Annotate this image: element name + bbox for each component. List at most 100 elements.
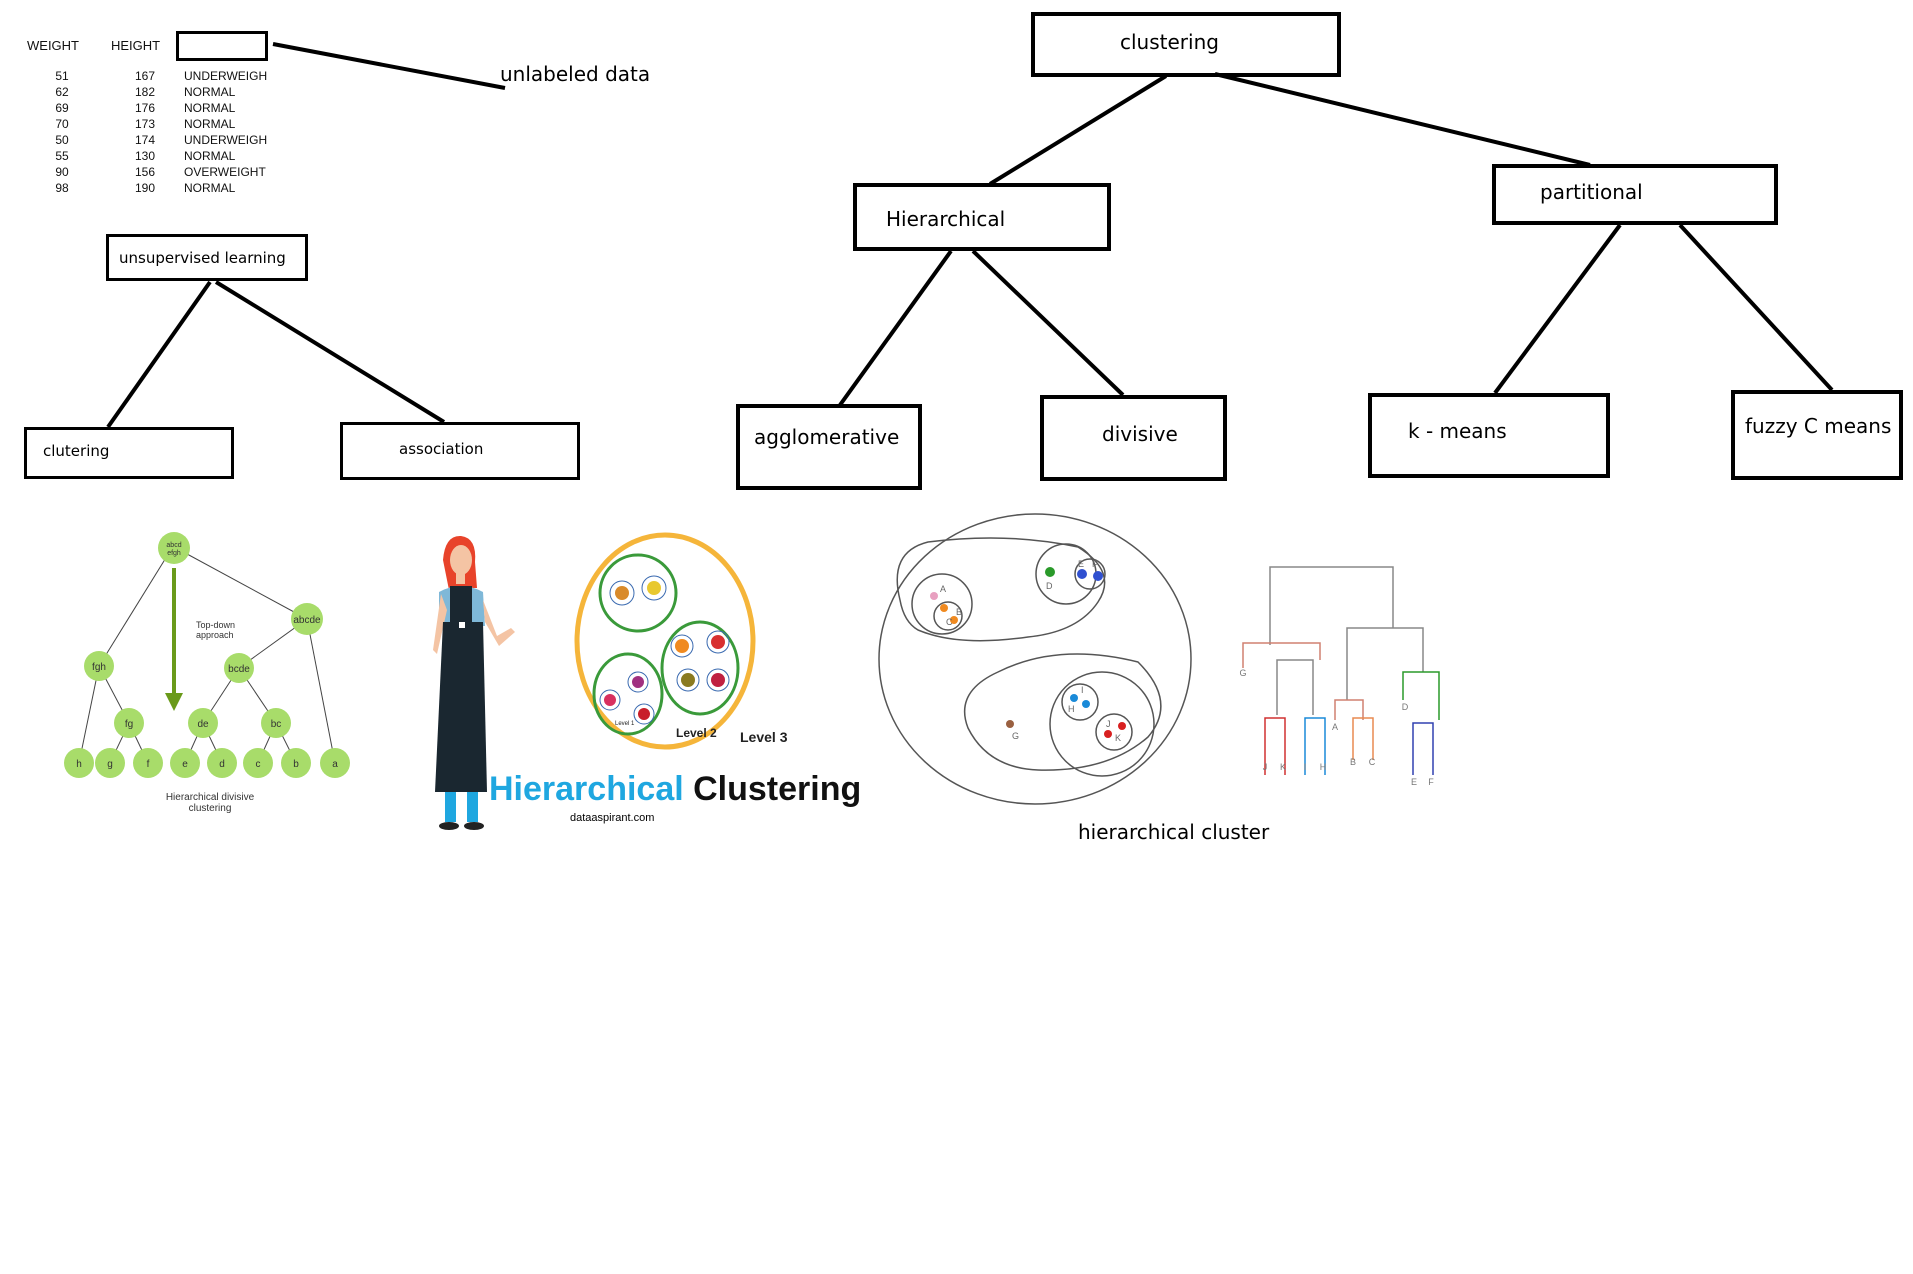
cell-weight: 62 xyxy=(55,85,69,99)
cell-height: 156 xyxy=(134,165,156,179)
cell-weight: 55 xyxy=(55,149,69,163)
leaf-c: c xyxy=(256,759,261,770)
leaf-g: g xyxy=(107,759,113,770)
title-hierarchical: Hierarchical xyxy=(489,770,684,808)
point-i-label: I xyxy=(1081,685,1084,695)
presenter-illustration xyxy=(405,530,525,840)
agglomerative-box: agglomerative xyxy=(736,404,922,490)
cell-status: NORMAL xyxy=(184,149,236,163)
dendro-leaf-i: I xyxy=(1304,762,1307,772)
k-means-box: k - means xyxy=(1368,393,1610,478)
cell-status: UNDERWEIGH xyxy=(184,133,268,147)
leaf-h: h xyxy=(76,759,82,770)
cell-height: 182 xyxy=(134,85,156,99)
k-means-label: k - means xyxy=(1408,419,1507,443)
cell-weight: 90 xyxy=(55,165,69,179)
cell-height: 190 xyxy=(134,181,156,195)
cell-status: NORMAL xyxy=(184,117,236,131)
point-k-label: K xyxy=(1115,733,1121,743)
point-c-label: C xyxy=(946,617,953,627)
label-column-box xyxy=(176,31,268,61)
node-abcde-label: abcde xyxy=(293,615,321,626)
dendro-leaf-e: E xyxy=(1411,777,1417,787)
partitional-label: partitional xyxy=(1540,180,1643,204)
leaf-e: e xyxy=(182,759,188,770)
connector-clustering-hierarchical xyxy=(988,74,1168,186)
connector-partitional-fuzzy xyxy=(1678,223,1834,392)
cell-status: NORMAL xyxy=(184,101,236,115)
unsupervised-learning-box: unsupervised learning xyxy=(106,234,308,281)
point-g-label: G xyxy=(1012,731,1019,741)
point-j-label: J xyxy=(1106,719,1111,729)
level-clusters-figure: Level 1 Level 2 Level 3 xyxy=(570,528,800,758)
fuzzy-c-means-box: fuzzy C means xyxy=(1731,390,1903,480)
connector-unsupervised-clutering xyxy=(106,280,212,429)
node-bc-label: bc xyxy=(271,719,282,730)
node-de-label: de xyxy=(197,719,209,730)
cell-weight: 69 xyxy=(55,101,69,115)
level-1-label: Level 1 xyxy=(615,721,635,727)
hierarchical-clustering-title: Hierarchical Clustering xyxy=(489,770,861,809)
point-e-label: E xyxy=(1078,559,1084,569)
cell-weight: 70 xyxy=(55,117,69,131)
connector-hierarchical-divisive xyxy=(971,249,1125,397)
table-row: 69 176 NORMAL xyxy=(27,100,327,116)
dendrogram-svg: J K I H B C E F G A D xyxy=(1239,566,1440,787)
unlabeled-data-label: unlabeled data xyxy=(500,62,651,86)
cell-height: 174 xyxy=(134,133,156,147)
point-f-label: F xyxy=(1092,559,1098,569)
association-box: association xyxy=(340,422,580,480)
hierarchical-box: Hierarchical xyxy=(853,183,1111,251)
point-d-label: D xyxy=(1046,581,1053,591)
branch-g xyxy=(1242,642,1321,668)
clustering-box: clustering xyxy=(1031,12,1341,77)
cell-status: NORMAL xyxy=(184,181,236,195)
leaf-d: d xyxy=(219,759,225,770)
dendro-leaf-c: C xyxy=(1369,757,1376,767)
level-3-label: Level 3 xyxy=(740,729,788,745)
partitional-box: partitional xyxy=(1492,164,1778,225)
table-row: 55 130 NORMAL xyxy=(27,148,327,164)
cell-height: 130 xyxy=(134,149,156,163)
agglomerative-label: agglomerative xyxy=(754,425,900,449)
unsupervised-learning-label: unsupervised learning xyxy=(119,249,286,267)
height-header: HEIGHT xyxy=(111,38,161,53)
connector-unsupervised-association xyxy=(214,280,446,424)
hierarchical-label: Hierarchical xyxy=(886,207,1006,231)
association-label: association xyxy=(399,440,484,458)
point-b-label: B xyxy=(956,607,962,617)
level-3-ring xyxy=(574,532,756,750)
divisive-label: divisive xyxy=(1102,422,1178,446)
dendro-node-d: D xyxy=(1402,702,1409,712)
node-fg-label: fg xyxy=(125,719,133,730)
dendro-leaf-k: K xyxy=(1280,762,1286,772)
dendro-node-a: A xyxy=(1332,722,1338,732)
node-bcde-label: bcde xyxy=(228,664,250,675)
cell-status: OVERWEIGHT xyxy=(184,165,266,179)
connector-to-unlabeled xyxy=(272,42,506,90)
fuzzy-c-means-label: fuzzy C means xyxy=(1745,414,1892,438)
dendro-node-g: G xyxy=(1239,668,1246,678)
table-row: 90 156 OVERWEIGHT xyxy=(27,164,327,180)
connector-clustering-partitional xyxy=(1214,72,1591,167)
cell-height: 176 xyxy=(134,101,156,115)
weight-header: WEIGHT xyxy=(27,38,79,53)
cell-height: 173 xyxy=(134,117,156,131)
level-2-label: Level 2 xyxy=(676,726,717,740)
point-h-label: H xyxy=(1068,704,1075,714)
cell-height: 167 xyxy=(134,69,156,83)
leaf-f: f xyxy=(147,759,150,770)
clutering-label: clutering xyxy=(43,442,110,460)
dendrogram-figure: J K I H B C E F G A D xyxy=(1235,560,1475,790)
node-fgh-label: fgh xyxy=(92,662,106,673)
nested-cluster-svg: A B C D E F G H I J K xyxy=(878,513,1192,805)
dendro-leaf-b: B xyxy=(1350,757,1356,767)
dendro-leaf-h: H xyxy=(1320,762,1327,772)
level-clusters-svg: Level 1 Level 2 Level 3 xyxy=(574,532,788,750)
